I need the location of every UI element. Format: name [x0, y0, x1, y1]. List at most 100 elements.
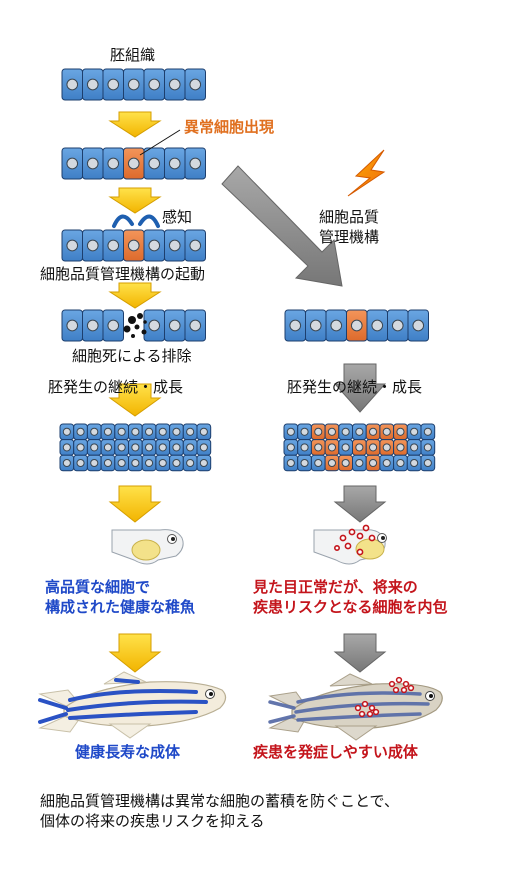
- grid-cell: [182, 439, 198, 456]
- grid-cell: [114, 454, 130, 472]
- grid-cell: [365, 454, 381, 472]
- summary-line-2: 個体の将来の疾患リスクを抑える: [40, 812, 265, 830]
- grid-cell: [283, 439, 299, 456]
- disease-adult-fish: [268, 673, 443, 741]
- cell: [82, 229, 104, 262]
- label-abnormal-cell: 異常細胞出現: [184, 118, 275, 136]
- grid-cell: [283, 423, 299, 441]
- healthy-adult-fish: [38, 671, 227, 739]
- grid-cell: [324, 439, 340, 456]
- grid-cell: [169, 423, 184, 441]
- arrow-yellow-1: [108, 111, 162, 138]
- cell: [346, 309, 368, 342]
- grid-cell: [393, 439, 408, 456]
- grid-cell: [420, 439, 436, 456]
- cell: [184, 68, 206, 101]
- grid-cell: [393, 423, 408, 441]
- grid-cell: [59, 439, 75, 456]
- cell: [123, 229, 145, 262]
- grid-cell: [114, 439, 130, 456]
- cell: [164, 229, 186, 262]
- cell: [387, 309, 409, 342]
- grid-cell: [297, 439, 312, 456]
- label-healthy-adult: 健康長寿な成体: [75, 743, 181, 761]
- grid-cell: [182, 454, 198, 472]
- grid-cell: [338, 439, 353, 456]
- grid-cell: [379, 423, 395, 441]
- cell: [123, 147, 145, 180]
- grid-cell: [86, 454, 102, 472]
- grid-cell: [128, 439, 143, 456]
- sensing-arcs: [112, 214, 160, 228]
- label-growth-right: 胚発生の継続・成長: [287, 378, 423, 396]
- cell: [61, 68, 83, 101]
- cell: [61, 147, 83, 180]
- grid-cell: [310, 423, 326, 441]
- grid-cell: [420, 454, 436, 472]
- arrow-gray-1: [333, 363, 387, 413]
- grid-cell: [73, 439, 88, 456]
- cell: [143, 309, 165, 342]
- grid-cell: [379, 454, 395, 472]
- grid-cell: [59, 454, 75, 472]
- grid-cell: [324, 454, 340, 472]
- label-disease-adult: 疾患を発症しやすい成体: [253, 743, 418, 761]
- grid-cell: [155, 439, 171, 456]
- grid-cell: [100, 439, 116, 456]
- cell: [102, 229, 124, 262]
- cell: [61, 229, 83, 262]
- cell: [184, 309, 206, 342]
- grid-cell: [114, 423, 130, 441]
- cell: [143, 229, 165, 262]
- grid-cell: [352, 439, 367, 456]
- grid-cell: [182, 423, 198, 441]
- grid-cell: [155, 454, 171, 472]
- label-qc-activation: 細胞品質管理機構の起動: [40, 265, 206, 283]
- summary-line-1: 細胞品質管理機構は異常な細胞の蓄積を防ぐことで、: [40, 792, 399, 810]
- grid-cell: [338, 454, 353, 472]
- arrow-yellow-3: [108, 282, 162, 309]
- label-qc-right-1: 細胞品質: [319, 208, 380, 226]
- grid-cell: [169, 439, 184, 456]
- grid-cell: [324, 423, 340, 441]
- cell: [284, 309, 306, 342]
- grid-cell: [141, 423, 157, 441]
- grid-cell: [365, 423, 381, 441]
- cell: [102, 147, 124, 180]
- arrow-yellow-2: [108, 187, 162, 214]
- grid-cell: [128, 423, 143, 441]
- arrow-gray-diagonal: [221, 165, 343, 287]
- cell: [366, 309, 388, 342]
- label-risky-larva-2: 疾患リスクとなる細胞を内包: [253, 598, 448, 616]
- grid-cell: [406, 439, 422, 456]
- grid-cell: [141, 439, 157, 456]
- grid-cell: [196, 454, 212, 472]
- risky-larva: [313, 524, 387, 565]
- cell-rows: [59, 68, 436, 472]
- label-healthy-larva-2: 構成された健康な稚魚: [45, 598, 196, 616]
- cell: [164, 147, 186, 180]
- grid-cell: [352, 454, 367, 472]
- label-sensing: 感知: [162, 208, 193, 226]
- grid-cell: [420, 423, 436, 441]
- grid-cell: [86, 439, 102, 456]
- grid-cell: [196, 423, 212, 441]
- label-healthy-larva-1: 高品質な細胞で: [45, 578, 151, 596]
- cell: [184, 147, 206, 180]
- cell: [61, 309, 83, 342]
- grid-cell: [141, 454, 157, 472]
- grid-cell: [100, 423, 116, 441]
- grid-cell: [283, 454, 299, 472]
- cell: [164, 68, 186, 101]
- label-apoptosis: 細胞死による排除: [72, 347, 192, 365]
- lightning-bolt-icon: [347, 149, 386, 197]
- grid-cell: [155, 423, 171, 441]
- cell: [325, 309, 347, 342]
- grid-cell: [406, 454, 422, 472]
- grid-cell: [128, 454, 143, 472]
- grid-cell: [310, 454, 326, 472]
- abnormal-callout-line: [139, 129, 181, 156]
- grid-cell: [196, 439, 212, 456]
- grid-cell: [393, 454, 408, 472]
